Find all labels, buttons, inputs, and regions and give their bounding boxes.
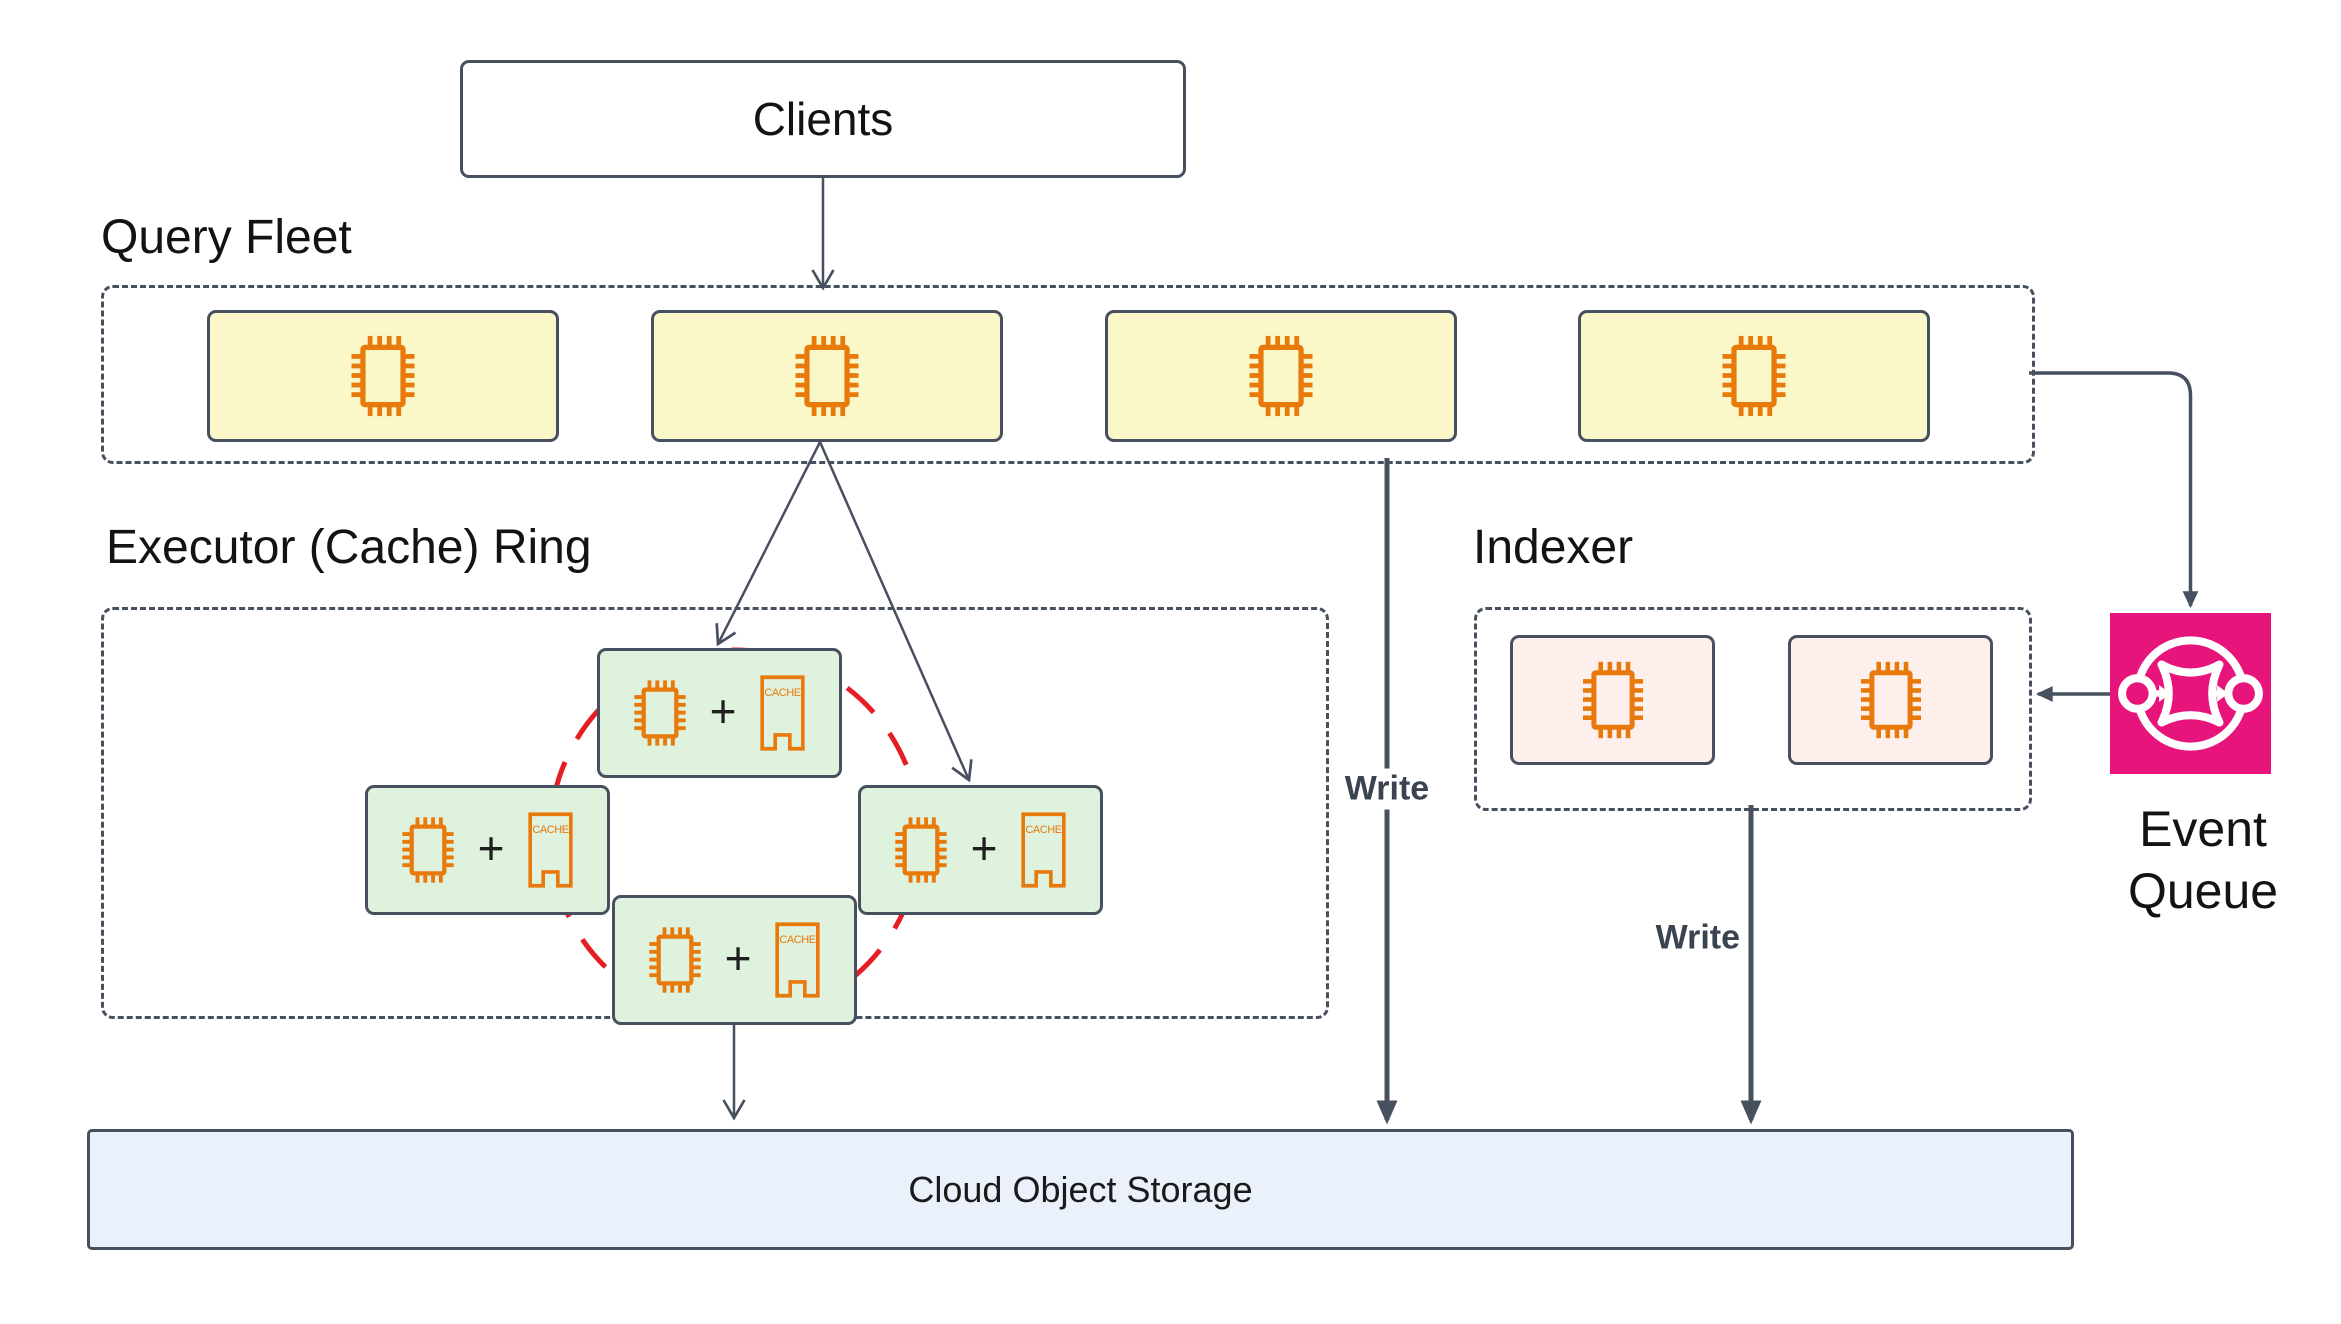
plus-sign: + (477, 822, 505, 874)
plus-sign: + (970, 822, 998, 874)
cloud-object-storage-label: Cloud Object Storage (908, 1168, 1253, 1210)
write-label-indexer: Write (1649, 917, 1746, 959)
event-queue-label: Event Queue (2128, 798, 2278, 922)
query-fleet-node (207, 310, 559, 442)
cpu-chip-icon (632, 677, 688, 749)
indexer-title: Indexer (1473, 521, 1634, 574)
cpu-chip-icon (1719, 334, 1789, 418)
cache-card-icon (1019, 811, 1068, 889)
cache-card-icon (526, 811, 575, 889)
event-queue-label-line2: Queue (2127, 863, 2279, 919)
cache-card-icon (773, 921, 822, 999)
clients-node: Clients (460, 60, 1186, 178)
executor-cache-node: + (365, 785, 610, 915)
clients-label: Clients (752, 93, 894, 145)
cpu-chip-icon (1856, 660, 1926, 740)
cpu-chip-icon (1578, 660, 1648, 740)
cpu-chip-icon (400, 814, 456, 886)
event-bus-icon (2110, 613, 2271, 774)
executor-cache-node: + (612, 895, 857, 1025)
query-fleet-node (1578, 310, 1930, 442)
cache-card-icon (758, 674, 807, 752)
executor-cache-node: + (597, 648, 842, 778)
plus-sign: + (709, 685, 737, 737)
query-fleet-title: Query Fleet (101, 211, 352, 264)
query-fleet-node (651, 310, 1003, 442)
query-fleet-node (1105, 310, 1457, 442)
event-queue-node (2110, 613, 2271, 774)
indexer-node (1510, 635, 1715, 765)
cpu-chip-icon (647, 924, 703, 996)
event-queue-label-line1: Event (2139, 801, 2267, 857)
cpu-chip-icon (348, 334, 418, 418)
executor-ring-title: Executor (Cache) Ring (106, 521, 592, 574)
cpu-chip-icon (893, 814, 949, 886)
edge-query-fleet-to-event-queue (2029, 371, 2199, 609)
executor-cache-node: + (858, 785, 1103, 915)
cpu-chip-icon (1246, 334, 1316, 418)
write-label-query-fleet: Write (1338, 768, 1436, 810)
cloud-object-storage-node: Cloud Object Storage (87, 1129, 2074, 1250)
plus-sign: + (724, 932, 752, 984)
cpu-chip-icon (792, 334, 862, 418)
indexer-node (1788, 635, 1993, 765)
